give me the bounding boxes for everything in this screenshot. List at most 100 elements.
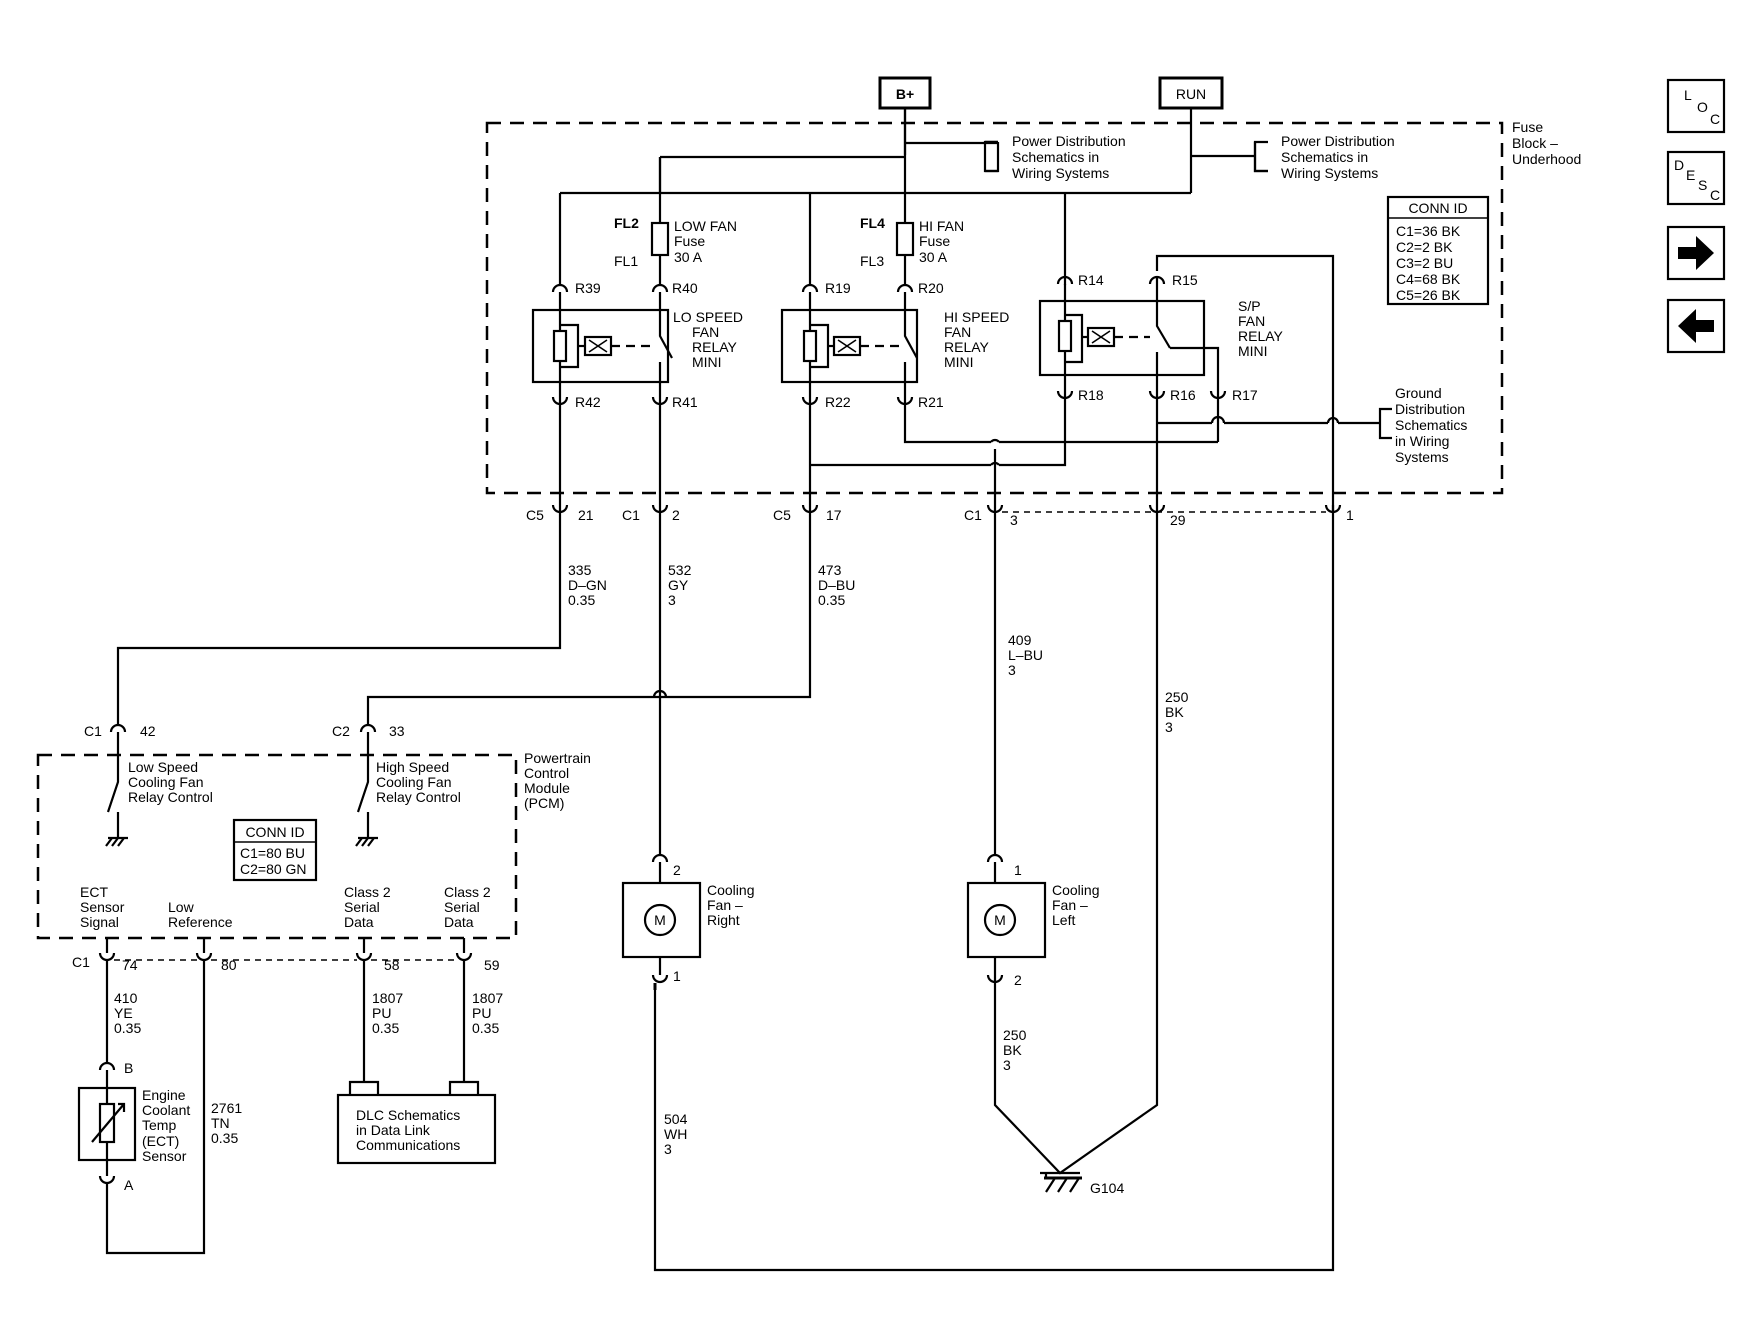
conn-pin-29: 29: [1170, 512, 1186, 528]
svg-text:C3=2 BU: C3=2 BU: [1396, 255, 1453, 271]
svg-text:FAN: FAN: [944, 324, 971, 340]
svg-text:in Data Link: in Data Link: [356, 1122, 431, 1138]
svg-text:D–BU: D–BU: [818, 577, 855, 593]
svg-text:Signal: Signal: [80, 914, 119, 930]
svg-text:BK: BK: [1165, 704, 1184, 720]
pcm-bottom-connectors: [98, 952, 473, 962]
pcm-pin-59: 59: [484, 957, 500, 973]
svg-text:Wiring Systems: Wiring Systems: [1281, 165, 1378, 181]
svg-text:(ECT): (ECT): [142, 1133, 179, 1149]
dlc-box: DLC Schematics in Data Link Communicatio…: [336, 1093, 497, 1165]
svg-text:Right: Right: [707, 912, 740, 928]
hi-fan-fuse: [895, 221, 915, 257]
svg-text:RELAY: RELAY: [692, 339, 738, 355]
svg-text:Cooling: Cooling: [707, 882, 754, 898]
svg-text:C: C: [1710, 111, 1720, 127]
svg-text:Schematics in: Schematics in: [1281, 149, 1368, 165]
conn-c5-a-pin: 21: [578, 507, 594, 523]
svg-text:Low Speed: Low Speed: [128, 759, 198, 775]
svg-text:MINI: MINI: [692, 354, 722, 370]
svg-text:C1=36 BK: C1=36 BK: [1396, 223, 1461, 239]
svg-text:0.35: 0.35: [818, 592, 845, 608]
svg-text:GY: GY: [668, 577, 689, 593]
svg-text:473: 473: [818, 562, 842, 578]
pin-r16: R16: [1170, 387, 1196, 403]
serial-data-2-label: Class 2 Serial Data: [444, 884, 491, 930]
ect-sensor-label: Engine Coolant Temp (ECT) Sensor: [142, 1087, 190, 1164]
lo-speed-relay: [531, 308, 673, 384]
low-fan-fuse-labels: FL2 FL1 LOW FAN Fuse 30 A: [614, 215, 737, 269]
pin-r14: R14: [1078, 272, 1104, 288]
svg-text:C4=68 BK: C4=68 BK: [1396, 271, 1461, 287]
bplus-label: B+: [896, 86, 914, 102]
svg-text:250: 250: [1165, 689, 1189, 705]
wire-1807-a: 1807 PU 0.35: [372, 990, 403, 1036]
svg-text:FL2: FL2: [614, 215, 639, 231]
svg-text:0.35: 0.35: [114, 1020, 141, 1036]
conn-c5-b-pin: 17: [826, 507, 842, 523]
svg-text:Serial: Serial: [444, 899, 480, 915]
prev-arrow-button[interactable]: [1666, 298, 1726, 354]
svg-text:PU: PU: [372, 1005, 391, 1021]
svg-text:Relay Control: Relay Control: [376, 789, 461, 805]
left-arrow-icon: [1678, 309, 1714, 343]
svg-text:FAN: FAN: [1238, 313, 1265, 329]
svg-text:Sensor: Sensor: [80, 899, 125, 915]
power-dist-ref-2: Power Distribution Schematics in Wiring …: [1281, 133, 1395, 181]
svg-text:C1=80 BU: C1=80 BU: [240, 845, 305, 861]
svg-text:335: 335: [568, 562, 592, 578]
svg-text:3: 3: [668, 592, 676, 608]
svg-text:Communications: Communications: [356, 1137, 460, 1153]
pin-r17: R17: [1232, 387, 1258, 403]
conn-c5-b: C5: [773, 507, 791, 523]
loc-button[interactable]: L O C: [1666, 78, 1726, 134]
pcm-pin-80: 80: [221, 957, 237, 973]
next-arrow-button[interactable]: [1666, 225, 1726, 281]
cooling-fan-right: M: [621, 881, 702, 959]
pcm-c1-top: C1: [84, 723, 102, 739]
svg-text:3: 3: [664, 1141, 672, 1157]
svg-text:Distribution: Distribution: [1395, 401, 1465, 417]
svg-text:Fan –: Fan –: [1052, 897, 1088, 913]
conn-pin-1: 1: [1346, 507, 1354, 523]
svg-text:C2=80 GN: C2=80 GN: [240, 861, 307, 877]
svg-text:410: 410: [114, 990, 138, 1006]
pin-r21: R21: [918, 394, 944, 410]
sensor-pin-b: B: [124, 1060, 133, 1076]
pcm-boundary: [36, 753, 518, 940]
hi-speed-relay: [780, 308, 919, 384]
conn-c1-a: C1: [622, 507, 640, 523]
svg-text:D: D: [1674, 157, 1684, 173]
wire-250-b: 250 BK 3: [1003, 1027, 1027, 1073]
svg-text:Data: Data: [344, 914, 374, 930]
svg-text:1807: 1807: [472, 990, 503, 1006]
relay-bottom-pins: [551, 390, 1227, 406]
svg-text:1807: 1807: [372, 990, 403, 1006]
svg-text:0.35: 0.35: [211, 1130, 238, 1146]
conn-c1-b-pin: 3: [1010, 512, 1018, 528]
svg-text:532: 532: [668, 562, 692, 578]
svg-text:Systems: Systems: [1395, 449, 1449, 465]
pin-r15: R15: [1172, 272, 1198, 288]
sp-fan-relay-label: S/P FAN RELAY MINI: [1238, 298, 1284, 359]
desc-button[interactable]: D E S C: [1666, 150, 1726, 206]
svg-text:Low: Low: [168, 899, 195, 915]
svg-text:C: C: [1710, 187, 1720, 203]
sp-fan-relay: [1038, 299, 1220, 377]
svg-text:M: M: [994, 912, 1006, 928]
fan-right-pin-top: 2: [673, 862, 681, 878]
svg-text:C5=26 BK: C5=26 BK: [1396, 287, 1461, 303]
svg-text:Underhood: Underhood: [1512, 151, 1581, 167]
svg-text:D–GN: D–GN: [568, 577, 607, 593]
wire-409: 409 L–BU 3: [1008, 632, 1043, 678]
wire-2761: 2761 TN 0.35: [211, 1100, 242, 1146]
pin-r18: R18: [1078, 387, 1104, 403]
hi-fan-fuse-labels: FL4 FL3 HI FAN Fuse 30 A: [860, 215, 964, 269]
pin-r40: R40: [672, 280, 698, 296]
svg-text:RELAY: RELAY: [944, 339, 990, 355]
pin-r20: R20: [918, 280, 944, 296]
svg-text:Fan –: Fan –: [707, 897, 743, 913]
svg-text:FL3: FL3: [860, 253, 884, 269]
svg-text:LOW FAN: LOW FAN: [674, 218, 737, 234]
